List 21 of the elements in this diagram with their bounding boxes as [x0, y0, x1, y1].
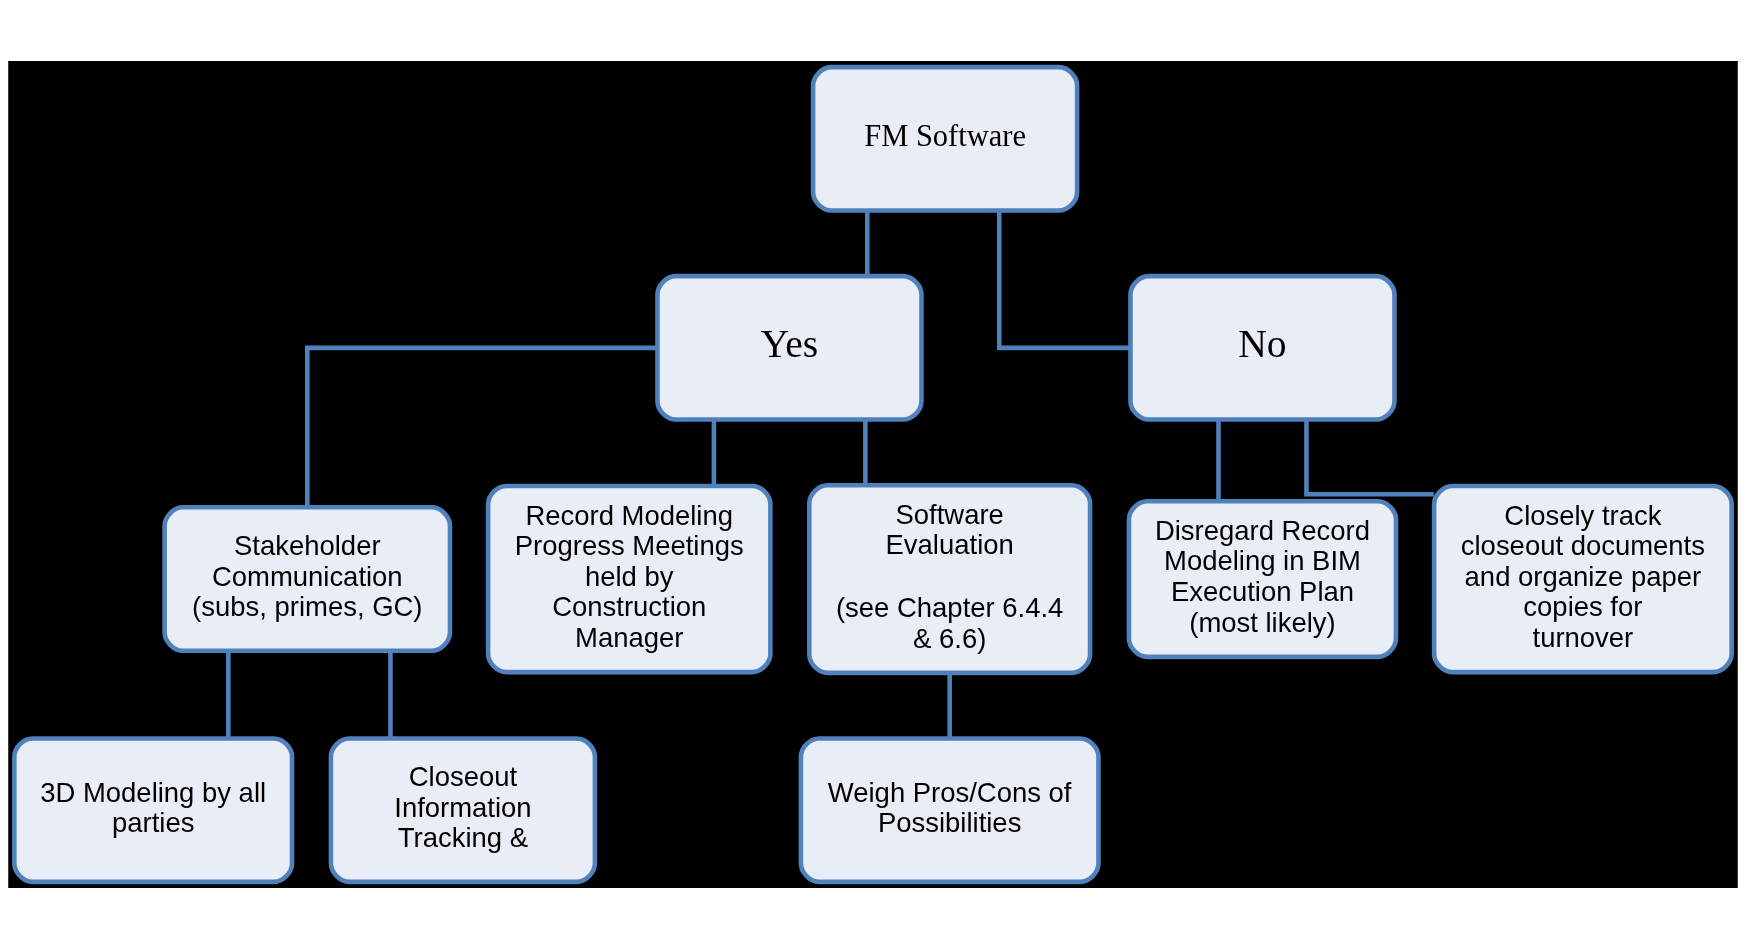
node-box: Closely track closeout documents and organize paper copies for turnover — [1431, 483, 1734, 674]
node-box: Weigh Pros/Cons of Possibilities — [798, 735, 1101, 884]
node-box: 3D Modeling by all parties — [12, 735, 295, 884]
node-box: Stakeholder Communication (subs, primes, GC) — [162, 504, 453, 653]
connector — [305, 345, 658, 507]
node-box: No — [1128, 273, 1397, 422]
connector — [1216, 419, 1221, 501]
connector — [226, 650, 231, 738]
node-box: FM Software — [810, 64, 1080, 213]
connector — [711, 419, 717, 486]
connector — [1304, 419, 1434, 497]
connector — [996, 210, 1131, 350]
connector — [865, 210, 870, 276]
node-box: Yes — [655, 273, 924, 422]
node-box: Software Evaluation (see Chapter 6.4.4 & 6.6) — [807, 482, 1093, 675]
node-box: Disregard Record Modeling in BIM Execution Plan (most likely) — [1126, 498, 1399, 659]
node-box: Closeout Information Tracking & — [328, 735, 598, 884]
connector — [863, 419, 868, 485]
connector — [388, 650, 393, 738]
connector — [947, 672, 952, 738]
node-box: Record Modeling Progress Meetings held by Construction Manager — [485, 483, 773, 674]
